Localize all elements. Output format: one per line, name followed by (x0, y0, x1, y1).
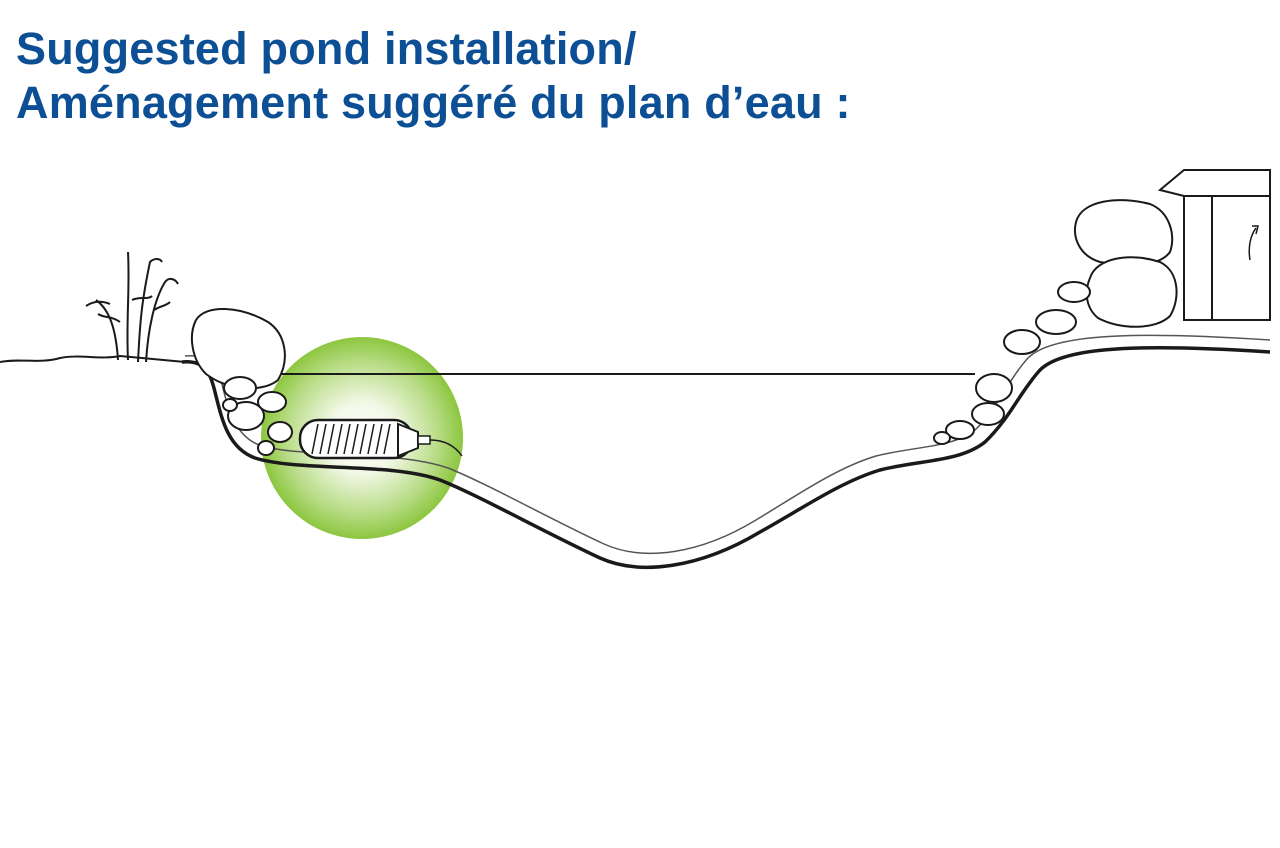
reeds (85, 251, 179, 363)
title-line-english: Suggested pond installation/ (16, 23, 637, 74)
left-edge-rocks (190, 308, 293, 456)
pump-filter (298, 418, 463, 460)
ground-line (0, 354, 186, 363)
waterfall-box (1157, 169, 1271, 321)
title-line-french: Aménagement suggéré du plan d’eau : (16, 77, 851, 128)
pond-liner-outer (181, 345, 1271, 569)
right-edge-rocks (933, 199, 1178, 445)
page-title: Suggested pond installation/ Aménagement… (16, 22, 851, 130)
